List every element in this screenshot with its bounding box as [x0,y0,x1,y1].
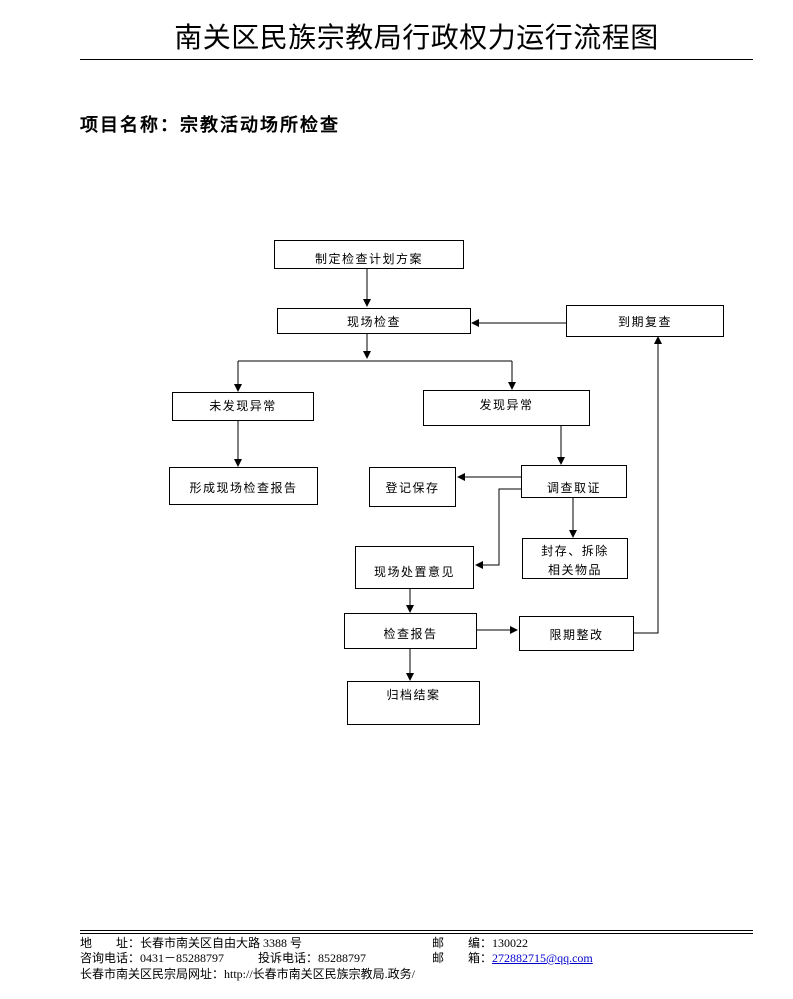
node-rectify: 限期整改 [519,616,634,651]
node-form-report-label: 形成现场检查报告 [189,481,298,495]
footer-postcode: 130022 [492,936,529,950]
node-register-preserve: 登记保存 [369,467,456,507]
node-seal-remove-line2: 相关物品 [547,563,602,577]
edge-investigate-to-opinion [475,488,521,569]
footer-consult-label: 咨询电话： [80,951,141,965]
edge-rectify-to-recheck [633,336,662,634]
node-no-issue-label: 未发现异常 [209,399,277,413]
node-form-report: 形成现场检查报告 [169,467,318,505]
footer-complaint-label: 投诉电话： [258,951,319,965]
node-investigate-label: 调查取证 [546,481,601,495]
node-issue-found: 发现异常 [423,390,590,426]
node-inspection-report-label: 检查报告 [383,627,438,641]
footer-website: http://长春市南关区民族宗教局.政务/ [224,967,416,981]
node-issue-found-label: 发现异常 [479,398,534,412]
node-plan-label: 制定检查计划方案 [314,252,423,266]
footer-postcode-row: 邮 编：130022 [432,934,528,951]
node-inspection-report: 检查报告 [344,613,477,649]
footer-consult-row: 咨询电话：0431－85288797 [80,949,224,966]
title-divider [80,59,753,60]
footer-address-label: 地 址： [80,936,141,950]
footer-postcode-label: 邮 编： [432,936,493,950]
footer-website-label: 长春市南关区民宗局网址： [80,967,225,981]
node-plan: 制定检查计划方案 [274,240,464,269]
node-onsite-check-label: 现场检查 [346,315,401,329]
node-investigate: 调查取证 [521,465,627,498]
node-recheck-label: 到期复查 [617,315,672,329]
footer-email-link[interactable]: 272882715@qq.com [492,951,593,965]
node-archive: 归档结案 [347,681,480,725]
footer-website-row: 长春市南关区民宗局网址：http://长春市南关区民族宗教局.政务/ [80,965,415,982]
footer-address: 长春市南关区自由大路 3388 号 [140,936,303,950]
node-seal-remove: 封存、拆除 相关物品 [522,538,628,579]
node-onsite-check: 现场检查 [277,308,471,334]
node-archive-label: 归档结案 [386,688,441,702]
footer-divider-top [80,930,753,931]
footer-divider-bottom [80,933,753,934]
footer-consult-phone: 0431－85288797 [140,951,225,965]
node-recheck: 到期复查 [566,305,724,337]
footer-email-row: 邮 箱：272882715@qq.com [432,949,593,966]
node-onsite-opinion: 现场处置意见 [355,546,474,589]
node-register-preserve-label: 登记保存 [385,481,440,495]
project-name: 项目名称：宗教活动场所检查 [80,115,340,136]
node-onsite-opinion-label: 现场处置意见 [373,565,455,579]
footer-address-row: 地 址：长春市南关区自由大路 3388 号 [80,934,302,951]
page-title: 南关区民族宗教局行政权力运行流程图 [174,21,659,54]
footer-complaint-phone: 85288797 [318,951,367,965]
node-rectify-label: 限期整改 [549,628,604,642]
node-no-issue: 未发现异常 [172,392,314,421]
footer-email-label: 邮 箱： [432,951,493,965]
node-seal-remove-line1: 封存、拆除 [541,544,609,558]
footer-complaint-row: 投诉电话：85288797 [258,949,366,966]
